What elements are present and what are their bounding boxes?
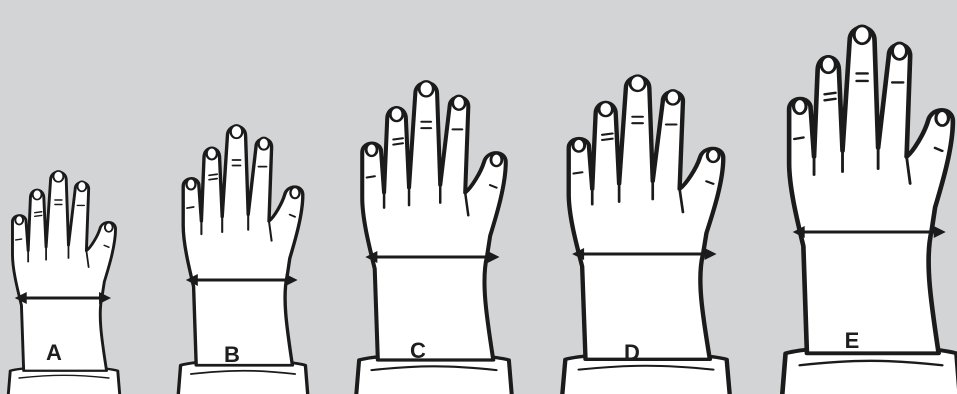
hand-icon — [6, 169, 122, 394]
hand-icon — [782, 26, 957, 394]
hand-b: B — [176, 123, 310, 394]
hand-d: D — [562, 75, 730, 394]
arrow-right-icon — [285, 274, 298, 286]
hand-e: E — [782, 26, 957, 394]
hand-size-label: D — [624, 340, 640, 365]
arrow-left-icon — [365, 251, 378, 263]
hand-icon — [356, 81, 512, 394]
hand-size-label: E — [845, 328, 860, 353]
arrow-right-icon — [99, 292, 112, 304]
hand-size-label: A — [46, 340, 62, 365]
arrow-left-icon — [572, 248, 585, 260]
hand-size-label: C — [410, 338, 426, 363]
arrow-right-icon — [487, 251, 500, 263]
arrow-left-icon — [792, 226, 805, 238]
hand-c: C — [356, 81, 512, 394]
arrow-left-icon — [185, 274, 198, 286]
hand-icon — [176, 123, 310, 394]
hand-a: A — [6, 169, 122, 394]
hand-size-label: B — [224, 342, 240, 367]
arrow-right-icon — [933, 226, 946, 238]
hand-icon — [562, 75, 730, 394]
arrow-left-icon — [14, 292, 27, 304]
arrow-right-icon — [704, 248, 717, 260]
